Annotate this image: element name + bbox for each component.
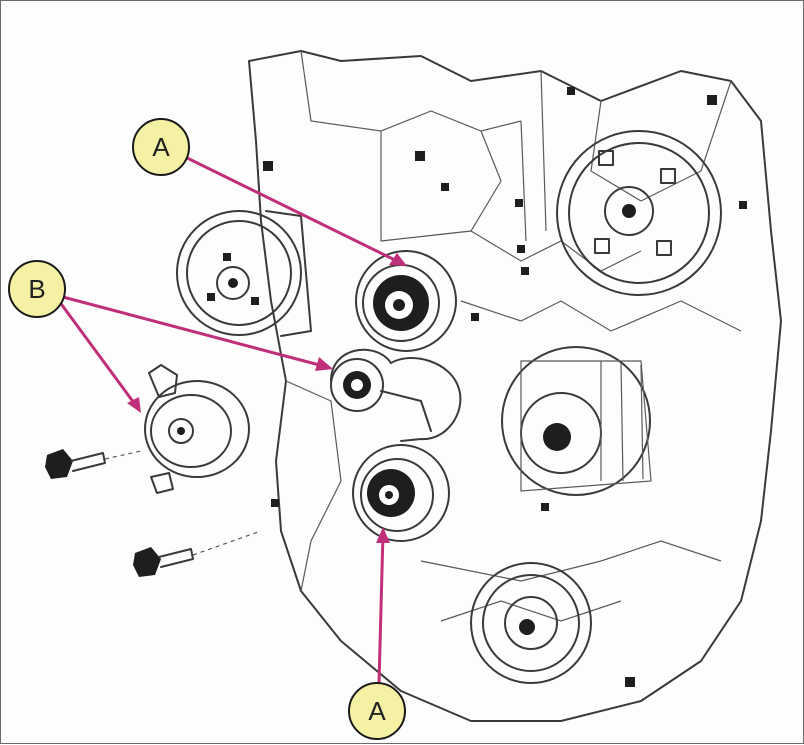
callout-a-bottom: A (348, 682, 406, 740)
water-pump-pulley (556, 130, 722, 296)
engine-block-outline (248, 50, 782, 722)
bolt-lower (133, 530, 262, 577)
callout-arrow-a-top (176, 151, 407, 266)
crankshaft-pulley (470, 562, 592, 684)
engine-bolts (263, 87, 747, 687)
idler-pulley-lower (352, 444, 450, 542)
callout-arrow-a-bottom (376, 527, 390, 684)
detached-tensioner-pulley (144, 364, 250, 494)
power-steering-pulley (176, 210, 312, 337)
callout-arrow-b-to-tensioner (62, 295, 333, 371)
callout-a-top: A (132, 118, 190, 176)
bolt-upper (45, 449, 142, 479)
callout-b-left: B (8, 260, 66, 318)
callout-arrow-b-to-pulley (57, 300, 141, 413)
callout-a-top-label: A (152, 132, 170, 162)
callout-a-bottom-label: A (368, 696, 386, 726)
idler-pulley-upper (355, 250, 457, 352)
callout-b-left-label: B (28, 274, 45, 304)
alternator (501, 346, 652, 496)
belt-tensioner (330, 348, 462, 442)
